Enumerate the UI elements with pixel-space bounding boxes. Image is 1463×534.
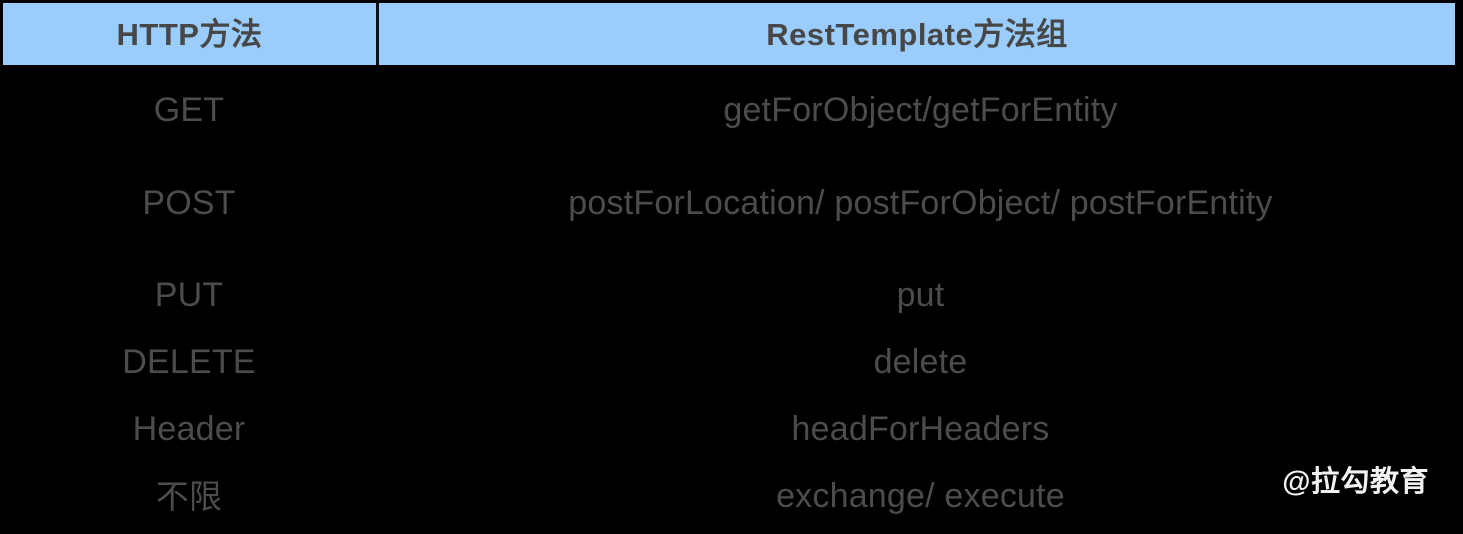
cell-resttemplate-methods-value: exchange/ execute xyxy=(776,477,1065,515)
cell-resttemplate-methods-value: getForObject/getForEntity xyxy=(723,91,1118,129)
cell-resttemplate-methods-value: headForHeaders xyxy=(791,410,1050,448)
table-row: Header headForHeaders xyxy=(0,406,1463,452)
cell-http-method: POST xyxy=(0,186,378,220)
cell-http-method-value: Header xyxy=(132,410,246,448)
cell-http-method: PUT xyxy=(0,278,378,312)
table-row: POST postForLocation/ postForObject/ pos… xyxy=(0,180,1463,226)
cell-http-method: 不限 xyxy=(0,480,378,513)
cell-http-method: DELETE xyxy=(0,345,378,379)
table-header-row: HTTP方法 RestTemplate方法组 xyxy=(3,3,1455,65)
table-row: GET getForObject/getForEntity xyxy=(0,87,1463,133)
cell-resttemplate-methods: getForObject/getForEntity xyxy=(378,93,1463,127)
cell-resttemplate-methods-value: postForLocation/ postForObject/ postForE… xyxy=(568,184,1273,222)
column-header-http-method-label: HTTP方法 xyxy=(116,16,263,52)
column-header-http-method: HTTP方法 xyxy=(3,3,376,65)
cell-http-method-value: GET xyxy=(153,91,225,129)
cell-http-method-value: PUT xyxy=(154,276,224,314)
cell-http-method-value: 不限 xyxy=(155,477,223,515)
cell-resttemplate-methods-value: delete xyxy=(873,343,968,381)
watermark: @拉勾教育 xyxy=(1282,466,1429,498)
cell-resttemplate-methods: put xyxy=(378,278,1463,312)
cell-resttemplate-methods: headForHeaders xyxy=(378,412,1463,446)
cell-http-method: Header xyxy=(0,412,378,446)
cell-resttemplate-methods: postForLocation/ postForObject/ postForE… xyxy=(378,186,1463,220)
table-row: PUT put xyxy=(0,272,1463,318)
table-row: DELETE delete xyxy=(0,339,1463,385)
column-header-resttemplate-method-group: RestTemplate方法组 xyxy=(379,3,1455,65)
cell-resttemplate-methods: exchange/ execute xyxy=(378,479,1463,513)
cell-resttemplate-methods: delete xyxy=(378,345,1463,379)
column-header-resttemplate-method-group-label: RestTemplate方法组 xyxy=(766,16,1068,52)
cell-http-method-value: POST xyxy=(142,184,236,222)
table-row: 不限 exchange/ execute xyxy=(0,473,1463,519)
cell-http-method: GET xyxy=(0,93,378,127)
cell-resttemplate-methods-value: put xyxy=(896,276,945,314)
cell-http-method-value: DELETE xyxy=(122,343,256,381)
